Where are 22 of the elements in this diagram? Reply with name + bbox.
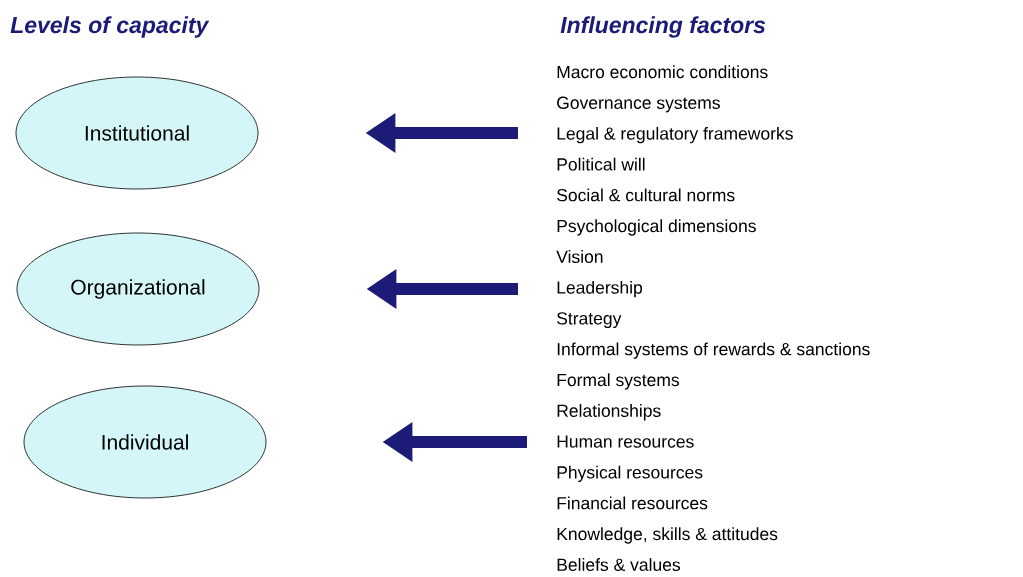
factor-text: Human resources: [557, 435, 694, 448]
factor-text: Vision: [556, 250, 603, 263]
factor-text: Governance systems: [557, 96, 720, 113]
factor-text: Relationships: [557, 404, 661, 421]
factor-text: Financial resources: [557, 496, 708, 510]
factor-text: Informal systems of rewards & sanctions: [557, 342, 870, 359]
column-heading: Levels of capacity: [10, 16, 210, 38]
factor-text: Psychological dimensions: [557, 219, 756, 236]
factor-text: Formal systems: [557, 373, 680, 390]
factor-text: Knowledge, skills & attitudes: [557, 527, 778, 544]
factor-text: Legal & regulatory frameworks: [557, 126, 793, 144]
factor-text: Beliefs & values: [557, 558, 681, 571]
column-heading: Influencing factors: [560, 16, 766, 38]
factor-text: Political will: [557, 157, 645, 171]
ellipse-node: Organizational: [16, 232, 260, 346]
factor-text: Macro economic conditions: [557, 65, 768, 79]
ellipse-node: Individual: [23, 385, 267, 499]
factor-text: Strategy: [557, 312, 622, 329]
factor-text: Physical resources: [557, 465, 703, 483]
ellipse-node: Institutional: [15, 76, 259, 190]
factor-text: Social & cultural norms: [557, 188, 735, 202]
factor-text: Leadership: [557, 280, 643, 298]
